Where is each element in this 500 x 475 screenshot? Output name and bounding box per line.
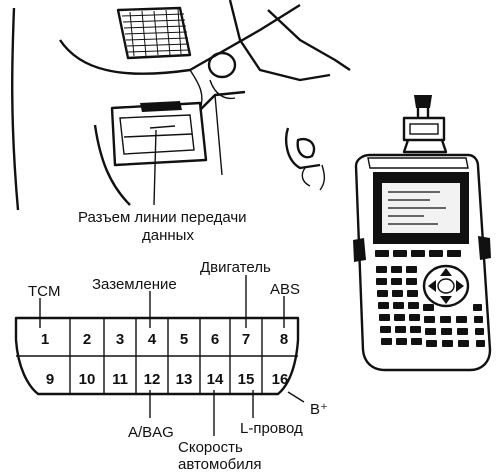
pin-5: 5 — [180, 331, 188, 348]
label-tcm: TCM — [28, 283, 61, 300]
label-l-wire: L-провод — [240, 420, 303, 437]
keypad — [376, 266, 485, 347]
pin-2: 2 — [83, 331, 91, 348]
scan-tool-illustration — [353, 95, 492, 372]
pin-13: 13 — [176, 371, 193, 388]
dash-connector — [110, 101, 208, 167]
connector-leader-line — [153, 129, 157, 206]
label-speed-line1: Скорость — [178, 439, 243, 456]
pin-8: 8 — [280, 331, 288, 348]
pin-9: 9 — [46, 371, 54, 388]
label-engine: Двигатель — [200, 259, 271, 276]
pin-12: 12 — [144, 371, 161, 388]
pin-6: 6 — [211, 331, 219, 348]
obd2-pinout: 1 2 3 4 5 6 7 8 9 10 11 12 13 14 15 16 — [14, 316, 300, 396]
air-vent — [116, 6, 192, 60]
pin-16: 16 — [272, 371, 289, 388]
connector-caption-line2: данных — [142, 227, 194, 244]
pin-3: 3 — [116, 331, 124, 348]
pin-leader-lines — [39, 275, 305, 436]
label-b-plus: B⁺ — [310, 401, 328, 418]
label-abag: A/BAG — [128, 424, 174, 441]
pin-1: 1 — [41, 331, 49, 348]
label-speed-line2: автомобиля — [178, 456, 262, 473]
pedal-assembly — [285, 127, 326, 191]
connector-caption-line1: Разъем линии передачи — [78, 209, 247, 226]
knob — [207, 51, 237, 79]
label-ground: Заземление — [92, 276, 177, 293]
dashboard-illustration — [11, 0, 351, 211]
label-abs: ABS — [270, 281, 300, 298]
pin-10: 10 — [79, 371, 96, 388]
pin-15: 15 — [238, 371, 255, 388]
d-pad — [422, 264, 470, 308]
pin-7: 7 — [242, 331, 250, 348]
pin-11: 11 — [112, 371, 128, 388]
pin-14: 14 — [207, 371, 224, 388]
pin-4: 4 — [148, 331, 157, 348]
connector-outline — [14, 316, 300, 396]
